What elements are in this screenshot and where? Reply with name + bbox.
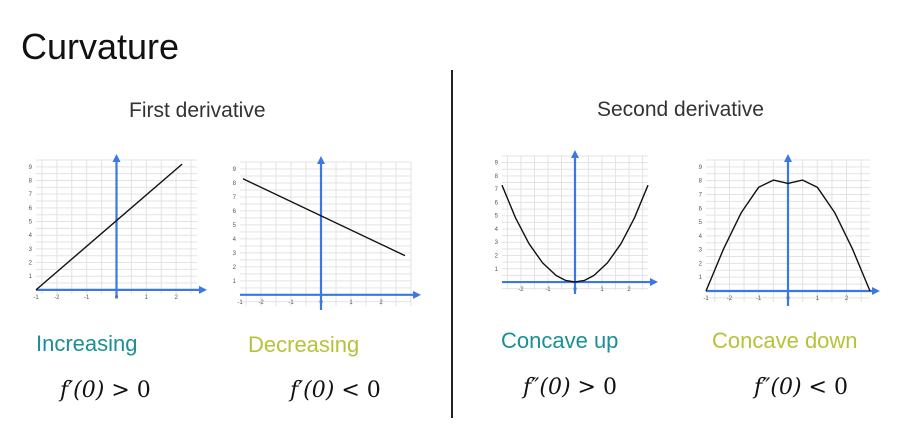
y-tick-label: 5 bbox=[495, 214, 499, 220]
y-tick-label: 5 bbox=[699, 220, 703, 226]
x-tick-label: -1 bbox=[84, 295, 90, 301]
x-axis-arrow bbox=[872, 286, 880, 295]
x-axis-arrow bbox=[650, 278, 658, 287]
condition-op: > bbox=[577, 375, 596, 400]
condition-fn: f″(0) bbox=[754, 375, 802, 400]
x-tick-label: 1 bbox=[145, 295, 149, 301]
y-tick-label: 2 bbox=[29, 261, 33, 267]
condition-value: 0 bbox=[833, 375, 848, 400]
y-tick-label: 2 bbox=[233, 265, 237, 271]
x-axis-arrow bbox=[413, 290, 421, 299]
y-tick-label: 7 bbox=[699, 192, 703, 198]
series-line bbox=[705, 179, 871, 292]
x-tick-label: -2 bbox=[54, 295, 60, 301]
x-tick-label: -1 bbox=[703, 296, 709, 302]
y-tick-label: 8 bbox=[29, 179, 33, 185]
y-tick-label: 4 bbox=[233, 237, 237, 243]
x-tick-label: -2 bbox=[258, 300, 264, 306]
caption-decreasing: Decreasing bbox=[248, 332, 360, 357]
y-tick-label: 2 bbox=[699, 261, 703, 267]
condition-value: 0 bbox=[366, 378, 381, 403]
y-tick-label: 9 bbox=[495, 161, 499, 167]
condition-fn: f′(0) bbox=[60, 378, 105, 403]
caption-concave-down: Concave down bbox=[712, 328, 858, 353]
y-tick-label: 9 bbox=[233, 167, 237, 173]
y-tick-label: 6 bbox=[233, 209, 237, 215]
condition-fn: f′(0) bbox=[290, 378, 335, 403]
x-tick-label: -1 bbox=[756, 296, 762, 302]
x-tick-label: -1 bbox=[33, 295, 39, 301]
condition-op: > bbox=[111, 378, 130, 403]
y-tick-label: 7 bbox=[29, 192, 33, 198]
y-tick-label: 5 bbox=[29, 220, 33, 226]
y-tick-label: 6 bbox=[699, 206, 703, 212]
y-tick-label: 6 bbox=[495, 200, 499, 206]
condition-concave-down: f″(0) < 0 bbox=[754, 375, 848, 400]
condition-decreasing: f′(0) < 0 bbox=[290, 378, 381, 403]
x-tick-label: 2 bbox=[627, 287, 631, 293]
x-tick-label: -1 bbox=[288, 300, 294, 306]
x-tick-label: -2 bbox=[727, 296, 733, 302]
caption-concave-up: Concave up bbox=[501, 328, 619, 353]
condition-op: < bbox=[341, 378, 360, 403]
y-tick-label: 7 bbox=[233, 195, 237, 201]
y-tick-label: 1 bbox=[495, 267, 499, 273]
y-tick-label: 4 bbox=[29, 233, 33, 239]
y-tick-label: 8 bbox=[495, 174, 499, 180]
y-tick-label: 6 bbox=[29, 206, 33, 212]
x-axis-arrow bbox=[199, 285, 207, 294]
first-derivative-heading: First derivative bbox=[129, 99, 266, 122]
condition-op: < bbox=[808, 375, 827, 400]
page-title: Curvature bbox=[21, 26, 180, 67]
y-tick-label: 8 bbox=[233, 181, 237, 187]
x-tick-label: -2 bbox=[518, 287, 524, 293]
x-tick-label: 2 bbox=[845, 296, 849, 302]
series-line bbox=[35, 163, 183, 291]
x-tick-label: 2 bbox=[174, 295, 178, 301]
y-tick-label: 7 bbox=[495, 187, 499, 193]
y-tick-label: 4 bbox=[699, 234, 703, 240]
section-divider bbox=[451, 70, 453, 418]
condition-concave-up: f″(0) > 0 bbox=[523, 375, 617, 400]
y-tick-label: 3 bbox=[233, 251, 237, 257]
second-derivative-heading: Second derivative bbox=[597, 98, 764, 121]
condition-increasing: f′(0) > 0 bbox=[60, 378, 151, 403]
y-tick-label: 1 bbox=[699, 275, 703, 281]
y-tick-label: 8 bbox=[699, 179, 703, 185]
y-axis-arrow bbox=[784, 154, 792, 162]
y-tick-label: 1 bbox=[29, 274, 33, 280]
condition-fn: f″(0) bbox=[523, 375, 571, 400]
y-tick-label: 3 bbox=[699, 248, 703, 254]
series-line bbox=[242, 178, 406, 257]
x-tick-label: 1 bbox=[349, 300, 353, 306]
y-tick-label: 5 bbox=[233, 223, 237, 229]
condition-value: 0 bbox=[602, 375, 617, 400]
x-tick-label: -1 bbox=[237, 300, 243, 306]
y-tick-label: 3 bbox=[29, 247, 33, 253]
series-line bbox=[501, 184, 649, 283]
y-tick-label: 9 bbox=[29, 165, 33, 171]
y-tick-label: 2 bbox=[495, 254, 499, 260]
y-axis-arrow bbox=[571, 150, 579, 158]
condition-value: 0 bbox=[136, 378, 151, 403]
x-tick-label: -1 bbox=[545, 287, 551, 293]
y-axis-arrow bbox=[317, 156, 325, 164]
y-tick-label: 1 bbox=[233, 279, 237, 285]
x-tick-label: 1 bbox=[600, 287, 604, 293]
x-tick-label: 1 bbox=[816, 296, 820, 302]
y-tick-label: 3 bbox=[495, 240, 499, 246]
y-tick-label: 4 bbox=[495, 227, 499, 233]
y-axis-arrow bbox=[112, 154, 121, 162]
caption-increasing: Increasing bbox=[36, 331, 138, 356]
x-tick-label: 2 bbox=[379, 300, 383, 306]
y-tick-label: 9 bbox=[699, 165, 703, 171]
